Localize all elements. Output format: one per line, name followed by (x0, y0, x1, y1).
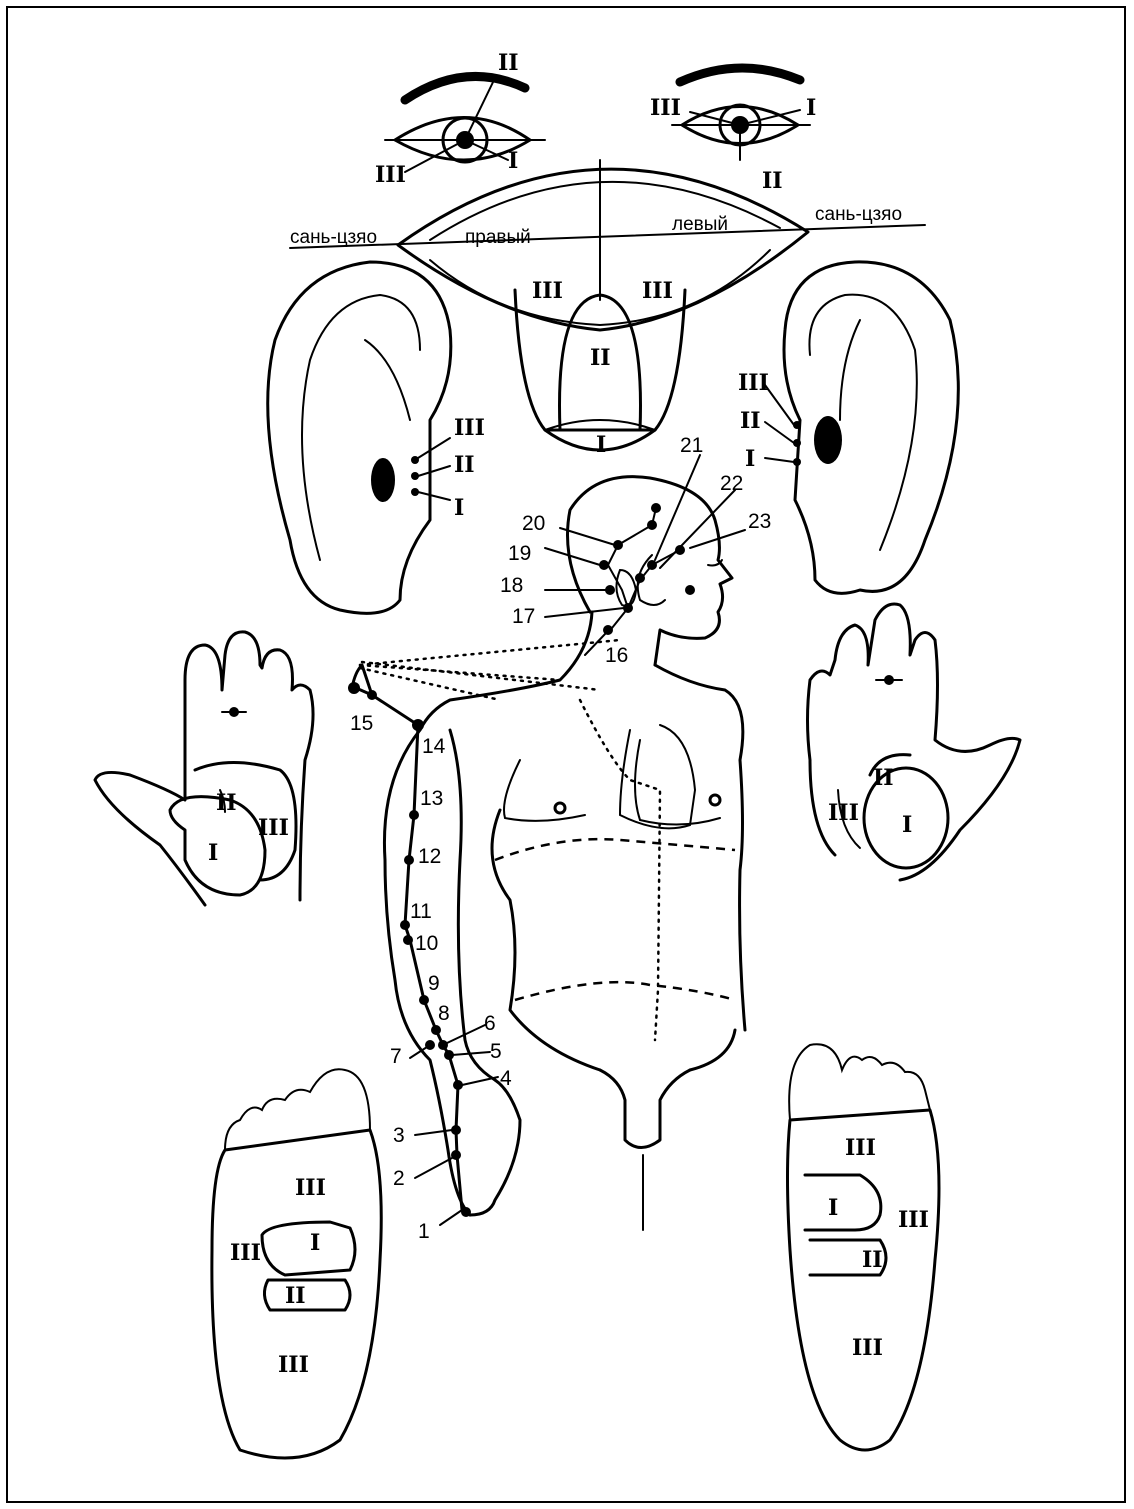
ear-right-label-I: I (454, 495, 464, 521)
point-label-16: 16 (605, 644, 628, 667)
eye-left-label-I: I (806, 95, 816, 121)
point-label-17: 17 (512, 605, 535, 628)
foot-right-label-III-side: III (230, 1240, 261, 1266)
point-label-1: 1 (418, 1220, 430, 1243)
ear-left-label-III: III (738, 370, 769, 396)
ear-right-label-III: III (454, 415, 485, 441)
point-label-5: 5 (490, 1040, 502, 1063)
foot-right-label-III-top: III (295, 1175, 326, 1201)
point-label-21: 21 (680, 434, 703, 457)
tongue-label-III-right: III (642, 278, 673, 304)
foot-left-label-II: II (862, 1247, 883, 1273)
point-label-3: 3 (393, 1124, 405, 1147)
eye-left-label-II: II (762, 168, 783, 194)
foot-right-label-I: I (310, 1230, 320, 1256)
foot-right-label-III-bottom: III (278, 1352, 309, 1378)
hand-right-label-III: III (258, 815, 289, 841)
eye-right-label-II: II (498, 50, 519, 76)
point-label-7: 7 (390, 1045, 402, 1068)
point-label-22: 22 (720, 472, 743, 495)
label-san-jiao-right: сань-цзяо (815, 204, 902, 225)
foot-left-label-III-side: III (898, 1207, 929, 1233)
point-label-8: 8 (438, 1002, 450, 1025)
hand-left-label-I: I (902, 812, 912, 838)
left-ear-figure: III II I (738, 262, 958, 593)
left-foot-figure: III I III II III (788, 1044, 940, 1450)
point-label-20: 20 (522, 512, 545, 535)
eye-left-label-III: III (650, 95, 681, 121)
eye-right-label-I: I (508, 148, 518, 174)
foot-left-label-III-bottom: III (852, 1335, 883, 1361)
left-hand-figure: II III I (808, 604, 1021, 880)
tongue-label-I: I (596, 432, 606, 458)
tongue-label-III-left: III (532, 278, 563, 304)
point-label-9: 9 (428, 972, 440, 995)
right-ear-figure: III II I (268, 262, 485, 613)
tongue-figure: сань-цзяо сань-цзяо правый левый III III… (290, 160, 925, 458)
foot-right-label-II: II (285, 1283, 306, 1309)
foot-left-label-III-top: III (845, 1135, 876, 1161)
point-label-11: 11 (410, 900, 432, 923)
point-label-10: 10 (415, 932, 438, 955)
label-levy: левый (672, 214, 728, 235)
eye-right-label-III: III (375, 162, 406, 188)
hand-left-label-II: II (873, 765, 894, 791)
point-label-12: 12 (418, 845, 441, 868)
hand-right-label-II: II (216, 790, 237, 816)
point-label-4: 4 (500, 1067, 512, 1090)
ear-left-label-II: II (740, 408, 761, 434)
label-pravy: правый (465, 227, 531, 248)
meridian-point-labels: 1 2 3 4 5 6 7 8 9 10 11 12 13 14 15 16 1… (350, 434, 771, 1243)
point-label-19: 19 (508, 542, 531, 565)
right-foot-figure: III III I II III (212, 1069, 381, 1458)
point-label-6: 6 (484, 1012, 496, 1035)
point-label-13: 13 (420, 787, 443, 810)
label-san-jiao-left: сань-цзяо (290, 227, 377, 248)
ear-right-label-II: II (454, 452, 475, 478)
point-label-2: 2 (393, 1167, 405, 1190)
right-eye-figure: II III I (375, 50, 545, 188)
hand-left-label-III: III (828, 800, 859, 826)
foot-left-label-I: I (828, 1195, 838, 1221)
tongue-label-II: II (590, 345, 611, 371)
point-label-18: 18 (500, 574, 523, 597)
right-hand-figure: II III I (95, 632, 313, 905)
point-label-14: 14 (422, 735, 446, 758)
hand-right-label-I: I (208, 840, 218, 866)
point-label-15: 15 (350, 712, 373, 735)
ear-left-label-I: I (745, 446, 755, 472)
point-label-23: 23 (748, 510, 771, 533)
